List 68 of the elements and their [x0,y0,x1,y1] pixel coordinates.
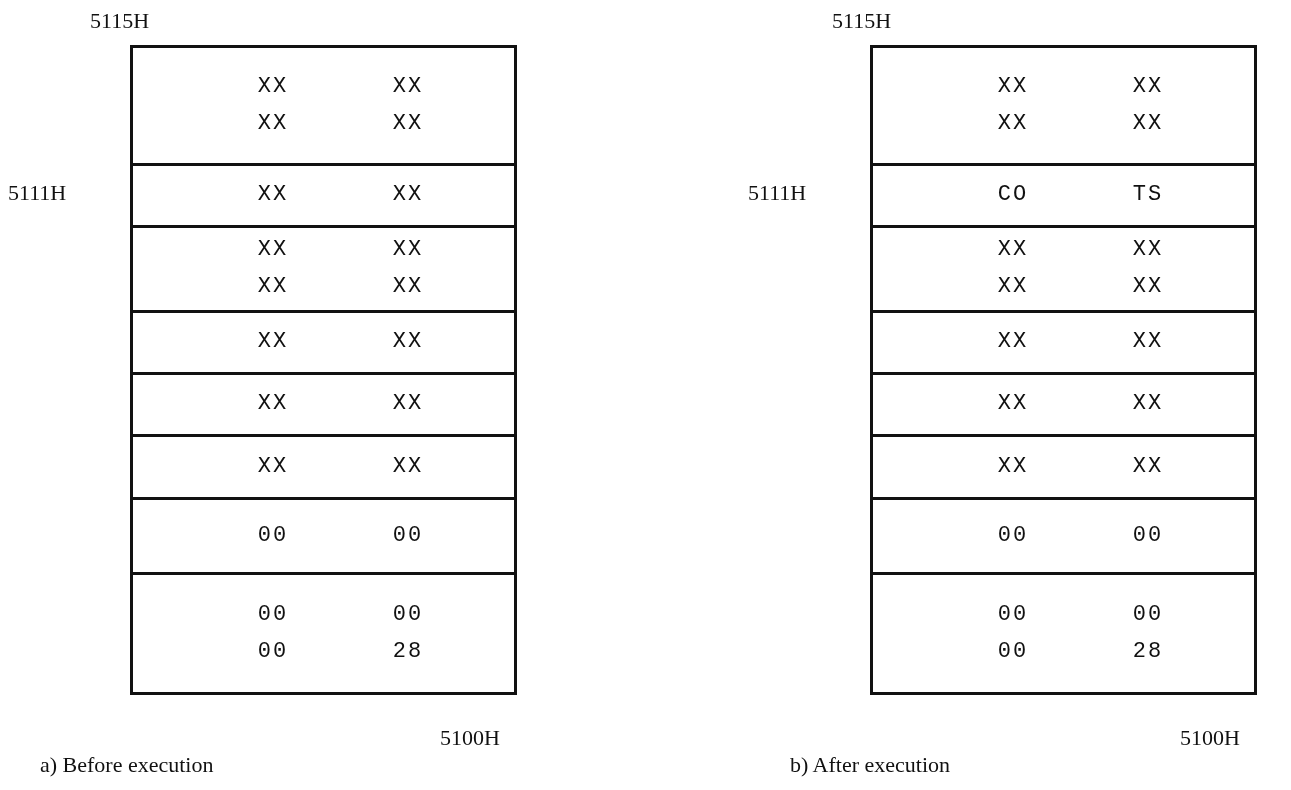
memory-value: XX [1131,453,1165,480]
memory-value: XX [1131,73,1165,100]
memory-row [870,497,1257,575]
memory-value: XX [996,391,1030,417]
memory-value: XX [256,182,290,208]
memory-value: CO [996,182,1030,208]
figure-caption: a) Before execution [40,752,214,778]
memory-value: XX [256,110,290,137]
memory-value: 00 [391,601,425,628]
memory-row [130,45,517,166]
memory-row [130,372,517,437]
memory-row [870,310,1257,375]
address-label: 5115H [832,8,892,34]
memory-value: XX [256,237,290,263]
memory-value: 28 [391,638,425,665]
address-label: 5100H [1180,725,1240,751]
memory-value: XX [391,73,425,100]
memory-value: 00 [1131,601,1165,628]
memory-value: 00 [996,638,1030,665]
memory-value: XX [1131,110,1165,137]
memory-row [130,497,517,575]
memory-value: XX [996,329,1030,355]
address-label: 5115H [90,8,150,34]
memory-value: XX [256,274,290,300]
memory-value: XX [391,182,425,208]
memory-value: XX [391,274,425,300]
memory-row [870,45,1257,166]
memory-value: 00 [1131,522,1165,549]
memory-value: XX [256,329,290,355]
memory-value: XX [996,110,1030,137]
memory-row [870,434,1257,500]
memory-value: XX [391,453,425,480]
memory-value: XX [391,329,425,355]
figure-caption: b) After execution [790,752,951,778]
memory-value: XX [996,453,1030,480]
memory-value: XX [256,391,290,417]
memory-value: 00 [996,522,1030,549]
memory-value: 00 [256,638,290,665]
memory-value: XX [391,237,425,263]
address-label: 5111H [8,180,67,206]
memory-value: 28 [1131,638,1165,665]
memory-value: XX [996,274,1030,300]
memory-value: 00 [256,522,290,549]
memory-row [870,225,1257,313]
memory-value: XX [996,237,1030,263]
memory-value: XX [1131,329,1165,355]
memory-value: XX [996,73,1030,100]
address-label: 5100H [440,725,500,751]
memory-value: XX [256,73,290,100]
memory-value: XX [1131,237,1165,263]
memory-row [130,225,517,313]
memory-value: 00 [996,601,1030,628]
memory-row [130,572,517,695]
memory-value: XX [391,391,425,417]
memory-value: 00 [256,601,290,628]
memory-value: 00 [391,522,425,549]
memory-value: TS [1131,182,1165,208]
memory-row [130,434,517,500]
memory-value: XX [391,110,425,137]
memory-row [130,163,517,228]
memory-row [130,310,517,375]
memory-value: XX [1131,391,1165,417]
memory-row [870,163,1257,228]
memory-value: XX [1131,274,1165,300]
memory-row [870,572,1257,695]
memory-row [870,372,1257,437]
address-label: 5111H [748,180,807,206]
memory-value: XX [256,453,290,480]
